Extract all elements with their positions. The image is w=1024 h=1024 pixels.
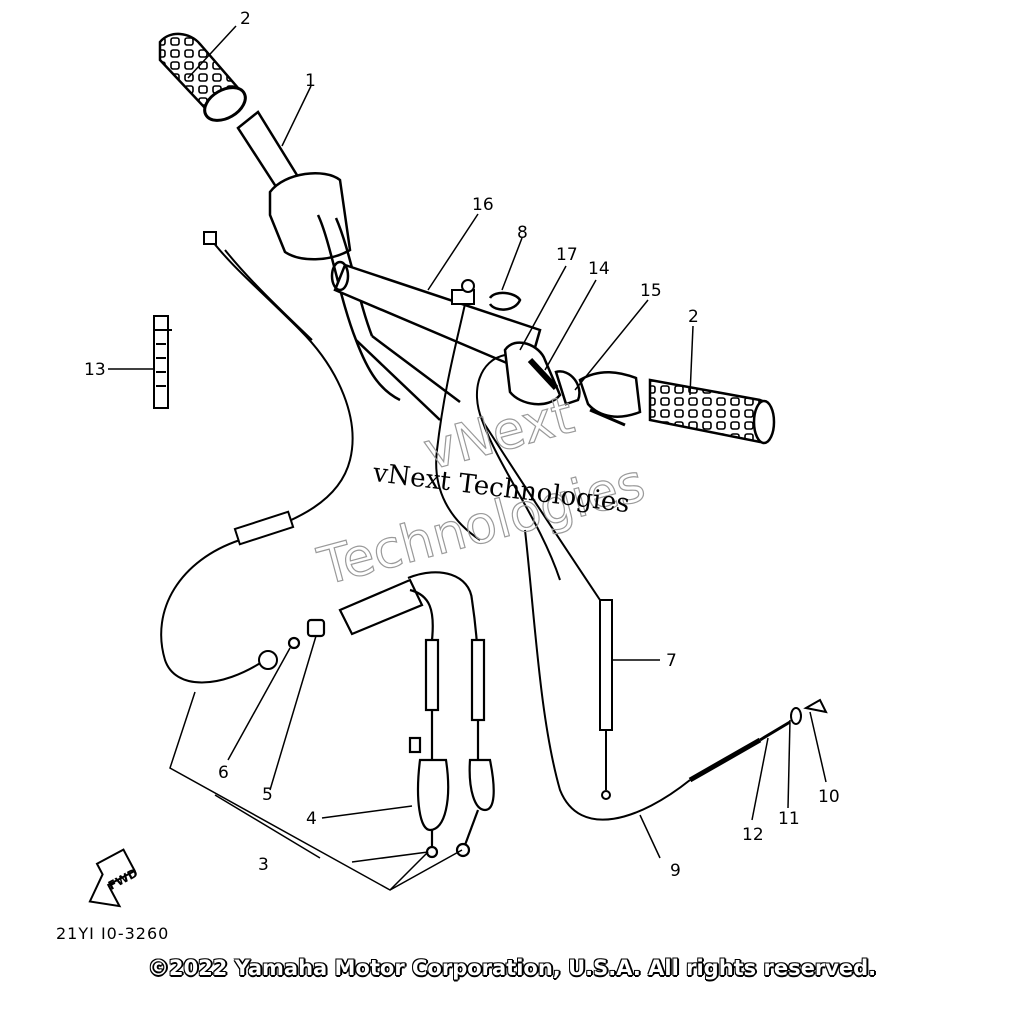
copyright-notice: ©2022 Yamaha Motor Corporation, U.S.A. A…: [147, 956, 877, 980]
part-code: 21YI I0-3260: [56, 924, 170, 943]
callout-2-right: 2: [688, 307, 699, 327]
cable-7: [481, 419, 613, 800]
fwd-arrow-icon: FWD: [88, 848, 140, 908]
callout-3: 3: [258, 855, 269, 875]
throttle-housing: [503, 341, 642, 427]
lower-cable-assembly: [287, 571, 495, 859]
callout-14: 14: [588, 259, 610, 279]
handlebar: [236, 110, 542, 421]
cable-strap-13: [153, 315, 172, 409]
cable-9: [524, 529, 828, 821]
callout-10: 10: [818, 787, 840, 807]
callout-1: 1: [305, 71, 316, 91]
callout-numbers: 1 2 2 16 8 17 14 15 13 7 9 10 11 12 6 5 …: [84, 9, 840, 881]
callout-6: 6: [218, 763, 229, 783]
right-grip: [648, 378, 776, 445]
callout-7: 7: [666, 651, 677, 671]
callout-5: 5: [262, 785, 273, 805]
throttle-cable: [435, 279, 561, 581]
callout-2-left: 2: [240, 9, 251, 29]
clip-part-8: [488, 291, 522, 311]
callout-9: 9: [670, 861, 681, 881]
callout-11: 11: [778, 809, 800, 829]
callout-4: 4: [306, 809, 317, 829]
callout-13: 13: [84, 360, 106, 380]
callout-17: 17: [556, 245, 578, 265]
callout-16: 16: [472, 195, 494, 215]
left-grip: [158, 32, 247, 122]
callout-12: 12: [742, 825, 764, 845]
clutch-cable: [160, 231, 354, 684]
callout-15: 15: [640, 281, 662, 301]
callout-8: 8: [517, 223, 528, 243]
leader-lines: [108, 25, 827, 891]
